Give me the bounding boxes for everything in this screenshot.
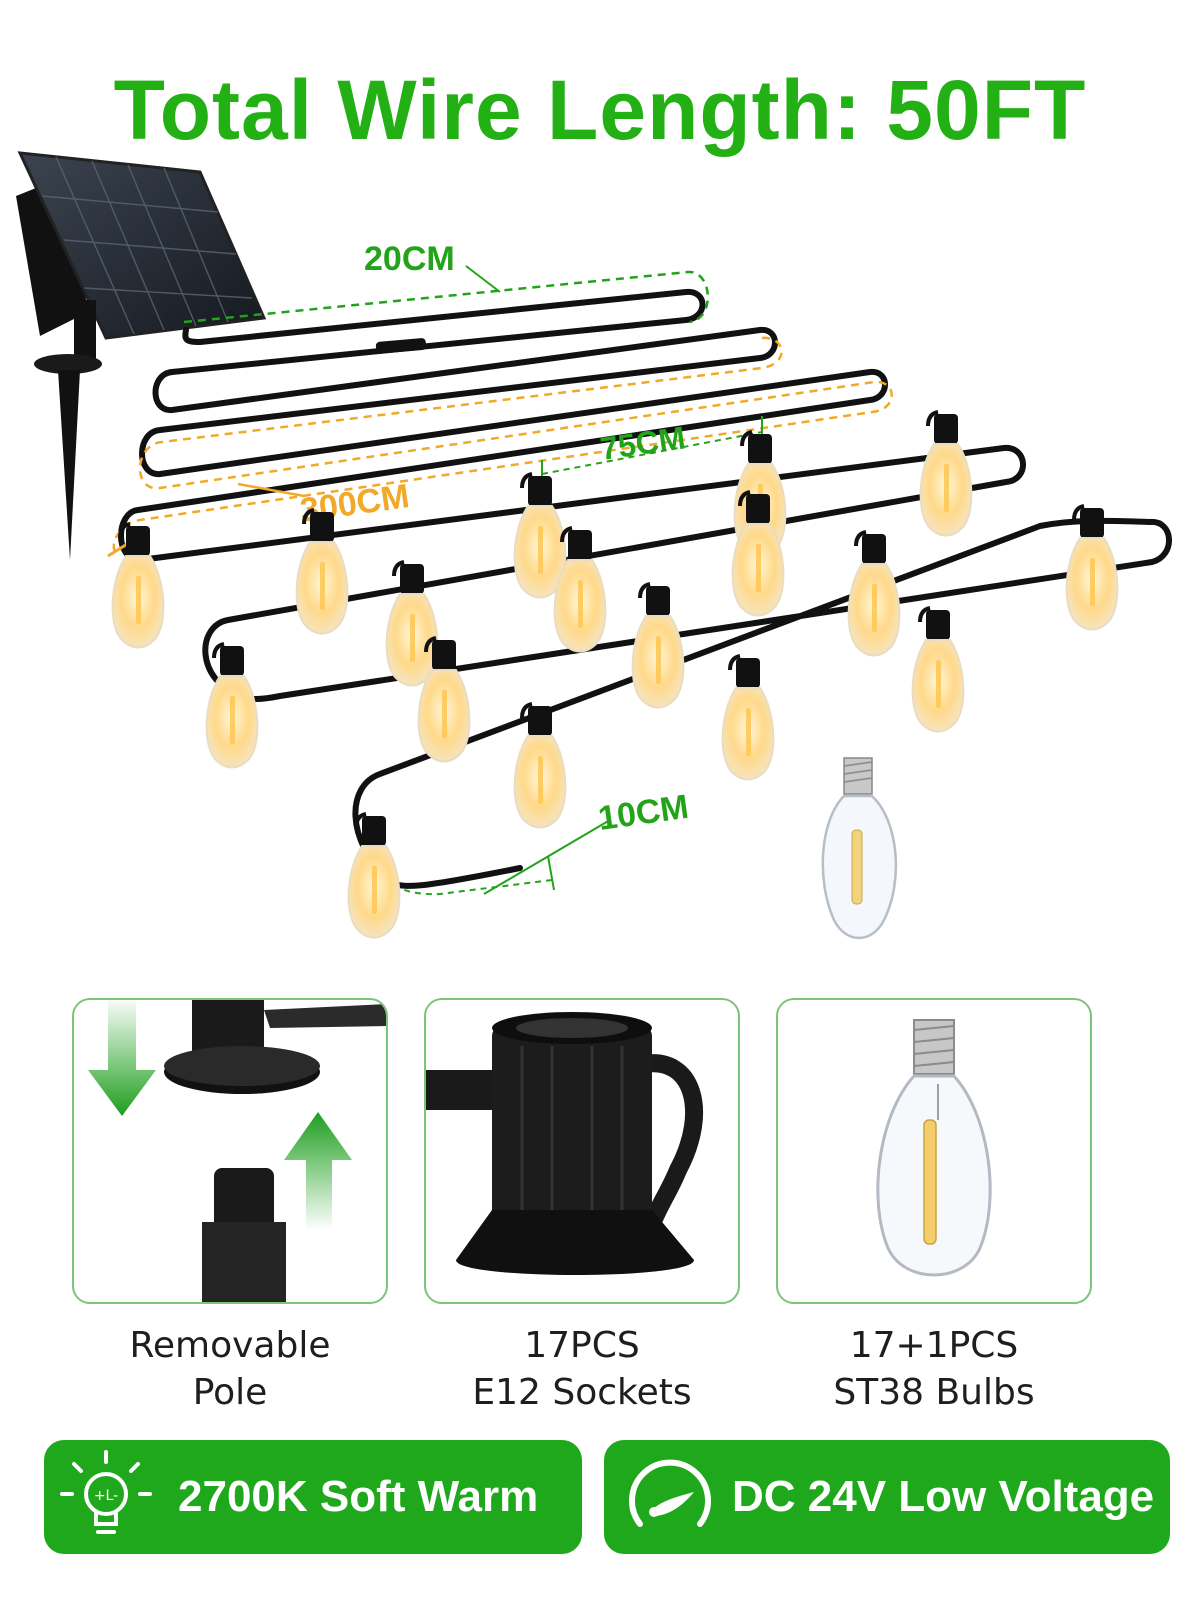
svg-text:+L-: +L- [94,1488,118,1504]
socket-icon [426,1012,704,1275]
voltage-label: DC 24V Low Voltage [732,1472,1155,1521]
bulb-icon [553,526,607,653]
color-temperature-label: 2700K Soft Warm [178,1472,539,1521]
bulb-icon [631,582,685,709]
gauge-icon [629,1459,711,1527]
bulb-icon [919,410,973,537]
caption-pole: Removable Pole [129,1325,331,1413]
bulb-icon [847,530,901,657]
page-title: Total Wire Length: 50FT [113,63,1087,157]
bulb-icon [513,702,567,829]
color-temperature-badge: +L- 2700K Soft Warm [44,1440,582,1554]
tail-length-label: 10CM [596,788,691,838]
pole-icon [88,1000,386,1302]
bulb-icon [385,560,439,687]
lead-dimension-guide [183,270,709,324]
bulb-icon [347,812,401,939]
feature-card-pole [72,998,388,1304]
bulb-icon [1065,504,1119,631]
string-light-cable [118,288,1172,889]
voltage-badge: DC 24V Low Voltage [604,1440,1170,1554]
spacing-length-label: 75CM [598,419,688,467]
cable-connector [375,338,427,354]
solar-panel-icon [16,151,267,560]
sun-bulb-icon: +L- [60,1450,152,1534]
bulb-icon [417,636,471,763]
bulb-icon [205,642,259,769]
lead-length-label: 20CM [364,240,455,278]
bulb-icon [513,472,567,599]
caption-bulb: 17+1PCS ST38 Bulbs [833,1325,1035,1413]
bulb-icon [731,490,785,617]
feature-card-socket [424,998,740,1304]
arrow-up-icon [284,1112,352,1230]
bulb-icon [295,508,349,635]
caption-socket: 17PCS E12 Sockets [472,1325,692,1413]
spare-bulb-icon [821,757,898,940]
string-light-layout-diagram: 20CM 300CM 75CM 10CM [16,151,1172,940]
arrow-down-icon [88,1000,156,1116]
bulb-icon [876,1019,992,1277]
bulb-icon [911,606,965,733]
feature-card-bulb [776,998,1092,1304]
bulb-icon [111,522,165,649]
bulb-icon [721,654,775,781]
extension-dimension-guide [112,336,893,554]
